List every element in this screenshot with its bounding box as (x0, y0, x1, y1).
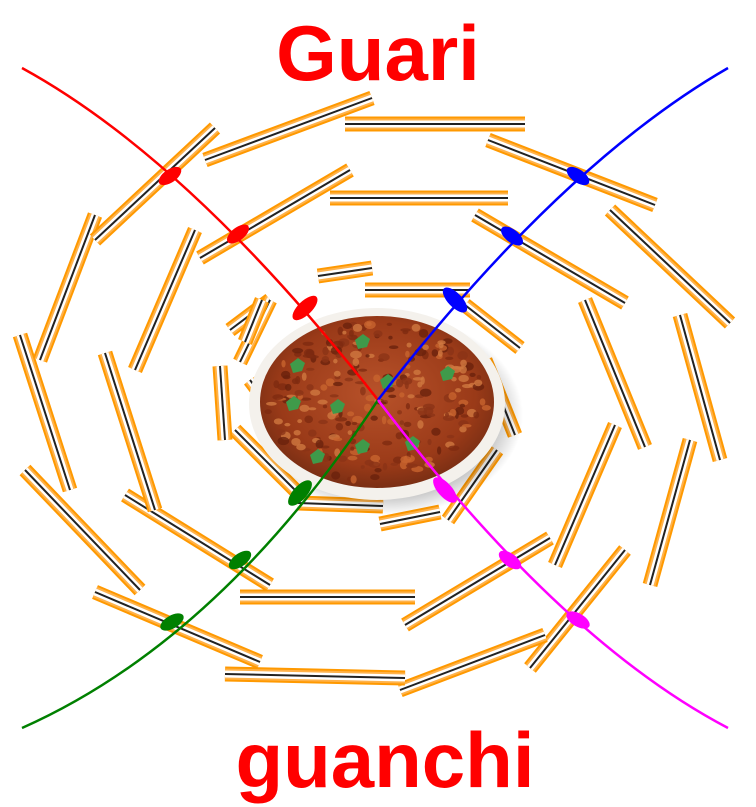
herb-leaf (330, 399, 345, 414)
ring-stick (202, 90, 375, 168)
herb-leaf (310, 449, 325, 464)
ring-stick (32, 212, 103, 363)
line-marker (442, 287, 468, 313)
ring-stick (378, 504, 442, 532)
line-marker (292, 295, 318, 321)
herb-leaf (380, 374, 395, 389)
title-top: Guari (276, 9, 480, 97)
ring-segments (12, 90, 736, 698)
line-marker (227, 224, 249, 244)
ring-stick (672, 313, 728, 462)
line-marker (498, 550, 522, 570)
ring-stick (128, 227, 202, 373)
ring-stick (89, 122, 221, 246)
ring-stick (401, 531, 554, 632)
ring-stick (97, 350, 163, 513)
ring-stick (212, 365, 233, 441)
diagonal-lines (21, 66, 729, 730)
line-marker (566, 611, 590, 629)
line-marker (288, 480, 312, 506)
line-bottom-right (377, 399, 729, 730)
herb-leaf (290, 358, 305, 373)
line-marker (158, 166, 182, 186)
ring-stick (548, 422, 622, 568)
title-bottom: guanchi (235, 716, 534, 804)
line-marker (433, 477, 457, 503)
ring-stick (460, 299, 525, 354)
line-bottom-left (21, 399, 380, 730)
ring-stick (224, 666, 406, 686)
ring-stick (642, 438, 698, 587)
ring-stick (316, 260, 374, 284)
line-marker (501, 226, 523, 246)
ring-stick (604, 204, 736, 329)
ring-stick (578, 297, 652, 450)
herb-leaf (355, 334, 370, 349)
line-top-right (377, 66, 729, 401)
ring-stick (229, 424, 301, 496)
herb-leaf (355, 439, 370, 454)
ring-stick (238, 297, 269, 345)
herb-leaf (440, 366, 455, 381)
line-marker (566, 166, 590, 186)
ring-stick (12, 332, 78, 493)
ring-stick (397, 627, 548, 698)
ring-stick (19, 464, 146, 596)
ring-stick (524, 545, 631, 673)
line-top-left (21, 66, 379, 401)
ring-stick (471, 208, 629, 310)
line-marker (228, 550, 252, 570)
ring-stick (92, 585, 263, 669)
ring-stick (196, 163, 354, 265)
herb-leaf (286, 396, 301, 411)
line-marker (160, 613, 184, 631)
